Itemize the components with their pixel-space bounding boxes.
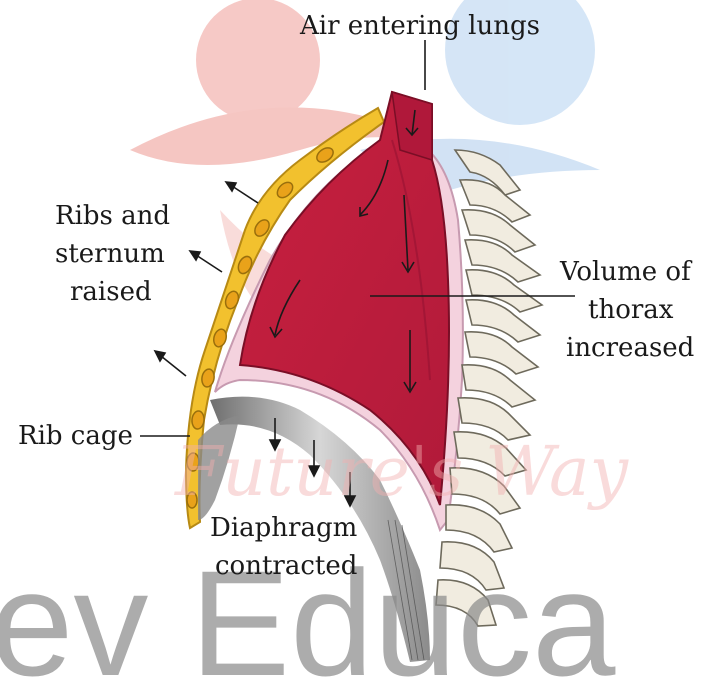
label-diaphragm-line1: Diaphragm: [210, 512, 357, 544]
label-volume-line1: Volume of: [560, 256, 691, 288]
label-volume-line3: increased: [566, 332, 694, 364]
watermark-script-text: Future's Way: [173, 433, 630, 512]
label-air-entering-lungs: Air entering lungs: [300, 10, 540, 42]
label-diaphragm-line2: contracted: [215, 550, 357, 582]
label-rib-cage: Rib cage: [18, 420, 133, 452]
label-ribs-line3: raised: [70, 276, 152, 308]
label-ribs-line1: Ribs and: [55, 200, 170, 232]
label-volume-line2: thorax: [588, 294, 673, 326]
label-ribs-line2: sternum: [55, 238, 165, 270]
